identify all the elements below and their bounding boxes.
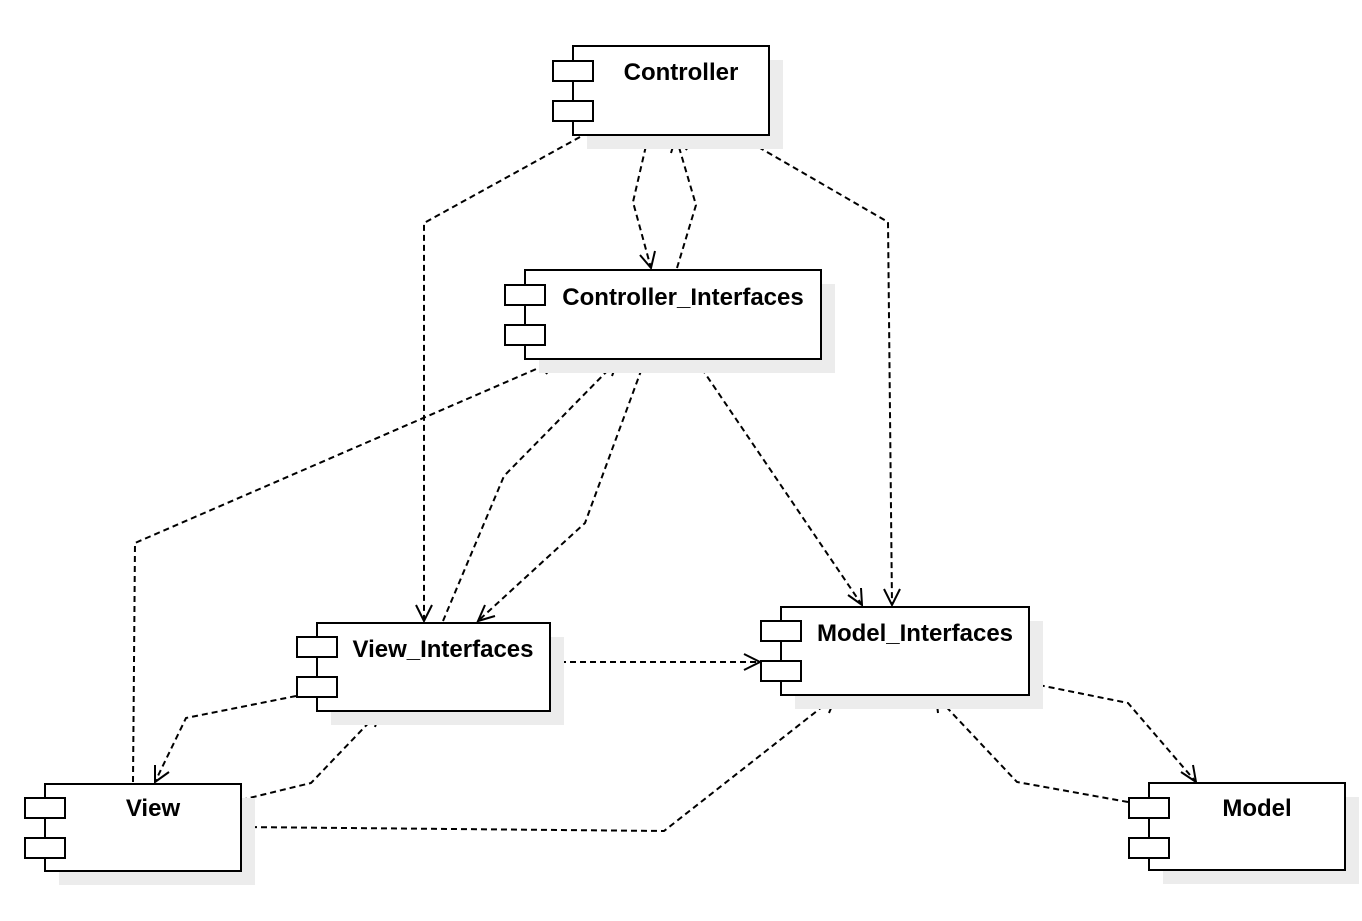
component-model-interfaces[interactable]: Model_Interfaces (760, 606, 1043, 709)
dependency-controller-to-controller-interfaces (631, 136, 656, 271)
component-model[interactable]: Model (1128, 782, 1359, 884)
component-controller[interactable]: Controller (552, 45, 783, 149)
dependency-edges (132, 134, 1198, 833)
dependency-view-interfaces-to-view (154, 695, 297, 784)
dependency-controller-interfaces-to-view-interfaces (476, 359, 646, 623)
component-icon-tab-top (552, 60, 594, 82)
dependency-controller-to-view-interfaces (415, 136, 581, 624)
component-icon-tab-bottom (24, 837, 66, 859)
component-controller-interfaces[interactable]: Controller_Interfaces (504, 269, 835, 373)
component-icon-tab-top (296, 636, 338, 658)
dependency-model-interfaces-to-model (1028, 682, 1198, 785)
component-label-model-interfaces: Model_Interfaces (817, 620, 1013, 647)
component-icon-tab-bottom (760, 660, 802, 682)
component-icon-tab-bottom (296, 676, 338, 698)
dependency-view-interfaces-to-model-interfaces (550, 653, 763, 671)
component-icon-tab-bottom (1128, 837, 1170, 859)
component-view[interactable]: View (24, 783, 255, 885)
component-icon-tab-bottom (504, 324, 546, 346)
dependency-controller-interfaces-to-model-interfaces (695, 359, 864, 608)
component-label-controller-interfaces: Controller_Interfaces (562, 284, 803, 311)
component-label-view: View (126, 795, 181, 822)
component-icon-tab-top (1128, 797, 1170, 819)
component-view-interfaces[interactable]: View_Interfaces (296, 622, 564, 725)
dependency-model-to-model-interfaces (934, 694, 1129, 803)
component-label-controller: Controller (624, 59, 739, 86)
component-icon-tab-bottom (552, 100, 594, 122)
dependency-view-interfaces-to-controller-interfaces (442, 358, 620, 622)
component-label-model: Model (1222, 795, 1291, 822)
dependency-controller-interfaces-to-controller (670, 134, 698, 269)
component-icon-tab-top (504, 284, 546, 306)
dependency-controller-to-model-interfaces (740, 136, 901, 608)
component-icon-tab-top (760, 620, 802, 642)
component-label-view-interfaces: View_Interfaces (353, 636, 534, 663)
component-icon-tab-top (24, 797, 66, 819)
